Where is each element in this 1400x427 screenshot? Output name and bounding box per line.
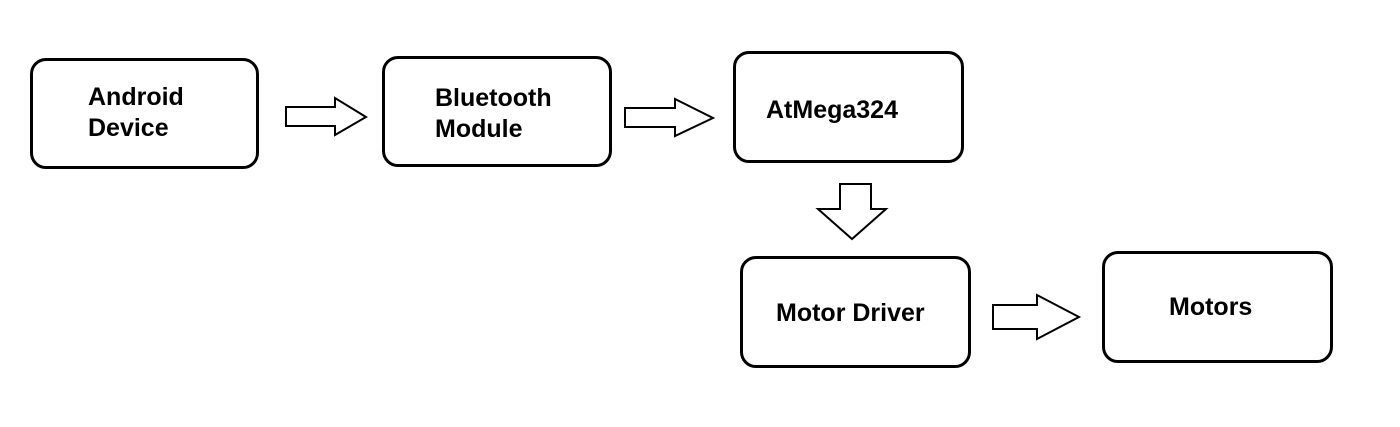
motor-driver-label: Motor Driver bbox=[776, 299, 925, 327]
arrow-android-to-bluetooth-shape bbox=[285, 96, 368, 137]
arrow-motor-driver-to-motors-shape bbox=[992, 293, 1082, 341]
arrow-motor-driver-to-motors bbox=[992, 293, 1082, 341]
arrow-atmega-to-motor-driver-shape bbox=[815, 183, 889, 241]
android-device-node: Android Device bbox=[30, 58, 259, 169]
bluetooth-module-label-line1: Bluetooth bbox=[435, 84, 552, 112]
bluetooth-module-label-line2: Module bbox=[435, 115, 523, 143]
arrow-android-to-bluetooth bbox=[285, 96, 368, 137]
atmega324-label: AtMega324 bbox=[766, 96, 898, 124]
motors-label: Motors bbox=[1169, 293, 1253, 321]
atmega324-node: AtMega324 bbox=[733, 51, 964, 163]
arrow-bluetooth-to-atmega-shape bbox=[624, 97, 716, 138]
android-device-label: Android Device bbox=[88, 82, 184, 144]
android-device-label-line2: Device bbox=[88, 114, 169, 142]
bluetooth-module-node: Bluetooth Module bbox=[382, 56, 612, 167]
android-device-label-line1: Android bbox=[88, 83, 184, 111]
bluetooth-module-label: Bluetooth Module bbox=[435, 83, 552, 145]
motors-node: Motors bbox=[1102, 251, 1333, 363]
arrow-bluetooth-to-atmega bbox=[624, 97, 716, 138]
motor-driver-node: Motor Driver bbox=[740, 256, 971, 368]
arrow-atmega-to-motor-driver bbox=[815, 183, 889, 241]
